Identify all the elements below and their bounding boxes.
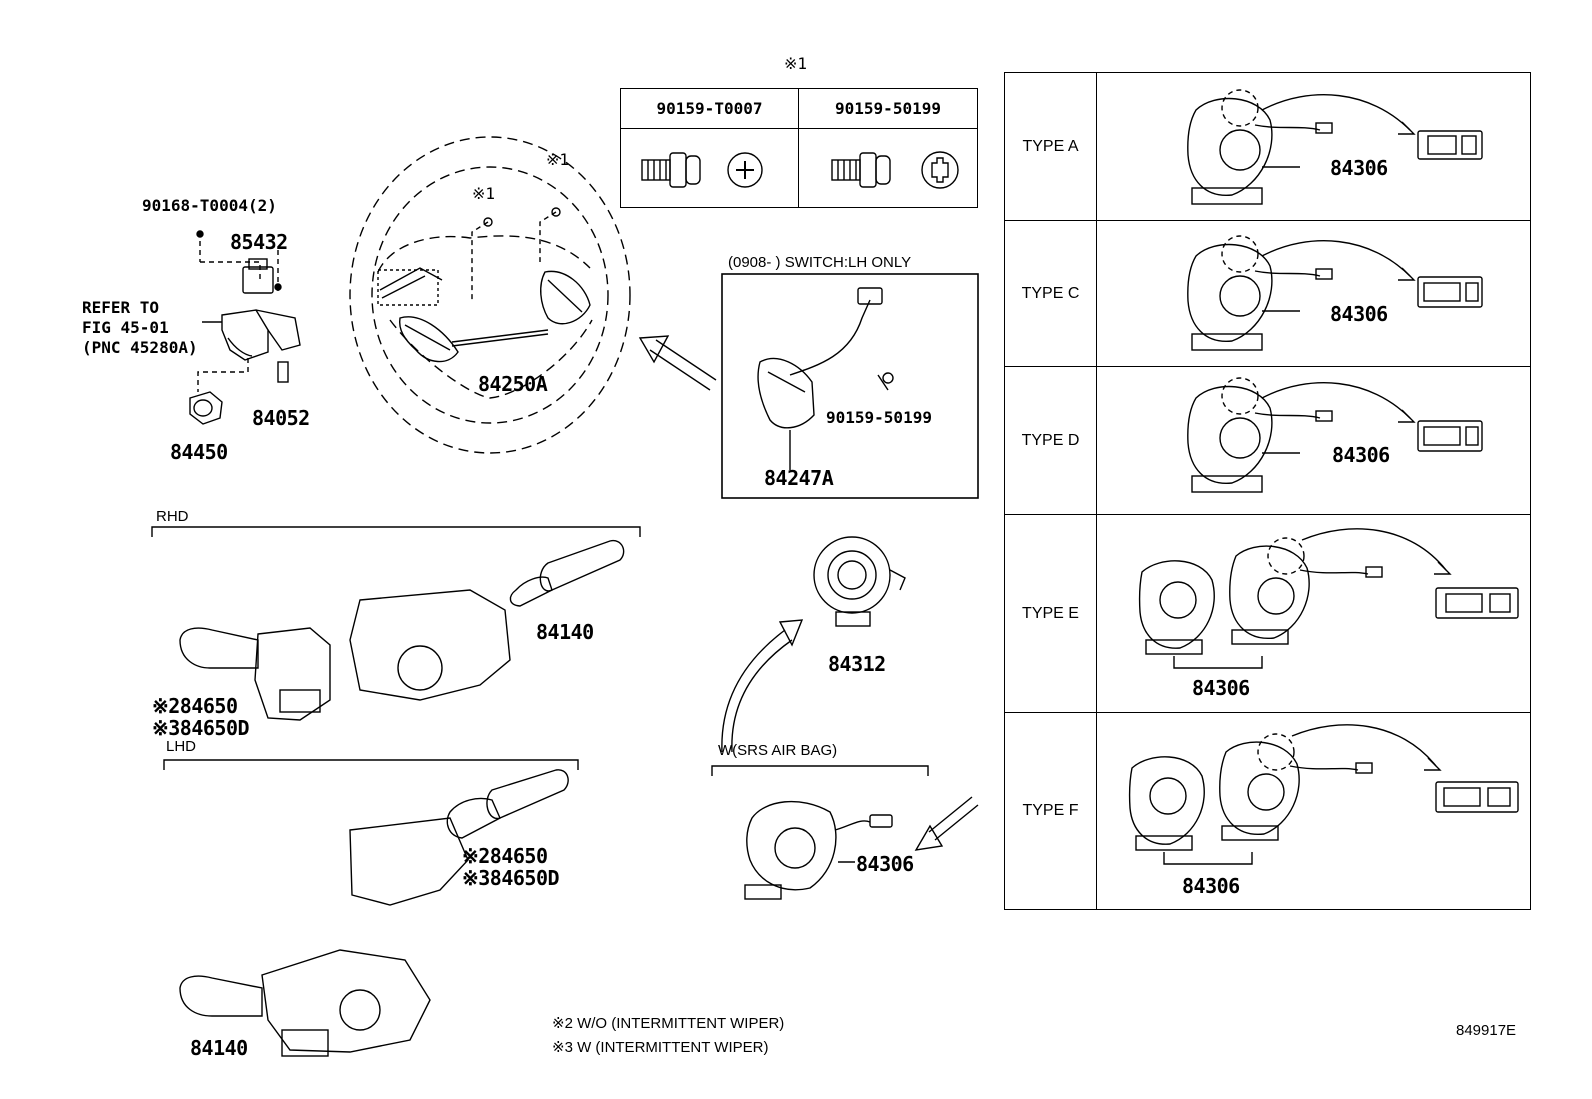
spiral-cable-84312 <box>813 536 906 627</box>
type-label: TYPE D <box>1021 431 1080 449</box>
switch-lh-assembly <box>721 273 979 499</box>
lhd-switch-assembly <box>179 769 569 1057</box>
spiral-cable-srs <box>744 800 893 900</box>
screw-table-cell-right <box>799 129 977 207</box>
type-c-part-number: 84306 <box>1330 302 1388 326</box>
refer-line-3: (PNC 45280A) <box>82 338 198 357</box>
lhd-label: LHD <box>166 738 197 755</box>
type-table-art <box>1128 89 1519 865</box>
rhd-bracket <box>151 526 641 537</box>
screw-part-number-right: 90159-50199 <box>835 99 941 118</box>
wheel-screw-mark-a: ※1 <box>472 184 496 203</box>
type-row-a: TYPE A <box>1005 73 1530 221</box>
screw-table-header-left: 90159-T0007 <box>621 89 799 129</box>
srs-bracket <box>711 765 929 776</box>
type-d-part-number: 84306 <box>1332 443 1390 467</box>
type-e-part-number: 84306 <box>1192 676 1250 700</box>
type-row-e: TYPE E <box>1005 515 1530 713</box>
figure-id: 849917E <box>1456 1022 1517 1039</box>
part-84650-lhd: ※284650 <box>462 844 548 868</box>
part-84650d-lhd: ※384650D <box>462 866 560 890</box>
screw-table-cell-left <box>621 129 799 207</box>
type-label-cell: TYPE F <box>1005 713 1097 909</box>
lhd-bracket <box>163 759 579 770</box>
type-label: TYPE E <box>1022 604 1079 622</box>
type-label: TYPE A <box>1022 137 1079 155</box>
steering-wheel <box>349 136 631 454</box>
screw-table-header-right: 90159-50199 <box>799 89 977 129</box>
type-label-cell: TYPE C <box>1005 221 1097 366</box>
key-cylinder-group <box>189 230 301 425</box>
part-84306-srs: 84306 <box>856 852 914 876</box>
footnote-2: ※2 W/O (INTERMITTENT WIPER) <box>552 1015 785 1032</box>
part-90159-50199-switch: 90159-50199 <box>826 408 932 427</box>
type-a-part-number: 84306 <box>1330 156 1388 180</box>
type-row-f: TYPE F <box>1005 713 1530 909</box>
type-label-cell: TYPE E <box>1005 515 1097 712</box>
type-f-part-number: 84306 <box>1182 874 1240 898</box>
part-84250a: 84250A <box>478 372 548 396</box>
part-84450: 84450 <box>170 440 228 464</box>
part-85432: 85432 <box>230 230 288 254</box>
rhd-label: RHD <box>156 508 189 525</box>
type-label: TYPE C <box>1021 284 1080 302</box>
refer-line-2: FIG 45-01 <box>82 318 169 337</box>
arrow-to-srs <box>914 796 979 851</box>
wheel-screw-mark-b: ※1 <box>546 150 570 169</box>
screw-drawings <box>641 151 959 189</box>
part-84312: 84312 <box>828 652 886 676</box>
screw-part-number-left: 90159-T0007 <box>656 99 763 118</box>
type-label-cell: TYPE D <box>1005 367 1097 514</box>
type-row-c: TYPE C <box>1005 221 1530 367</box>
part-84650-rhd: ※284650 <box>152 694 238 718</box>
type-label: TYPE F <box>1022 802 1079 819</box>
type-row-d: TYPE D <box>1005 367 1530 515</box>
screw-table-mark: ※1 <box>784 54 808 73</box>
part-84052: 84052 <box>252 406 310 430</box>
arrow-to-wheel <box>638 335 717 391</box>
screw-table: 90159-T0007 90159-50199 <box>620 88 978 208</box>
part-84247a: 84247A <box>764 466 834 490</box>
srs-label: W(SRS AIR BAG) <box>718 742 838 759</box>
type-table: TYPE A TYPE C TYPE D TYPE E TYPE F <box>1004 72 1531 910</box>
part-84140-rhd: 84140 <box>536 620 594 644</box>
part-84650d-rhd: ※384650D <box>152 716 250 740</box>
curved-arrow <box>721 619 804 753</box>
footnote-3: ※3 W (INTERMITTENT WIPER) <box>552 1039 769 1056</box>
rhd-switch-assembly <box>179 539 625 721</box>
switch-box-title: (0908- ) SWITCH:LH ONLY <box>728 254 912 271</box>
type-label-cell: TYPE A <box>1005 73 1097 220</box>
part-84140-lhd: 84140 <box>190 1036 248 1060</box>
refer-line-1: REFER TO <box>82 298 160 317</box>
part-90168: 90168-T0004(2) <box>142 196 277 215</box>
